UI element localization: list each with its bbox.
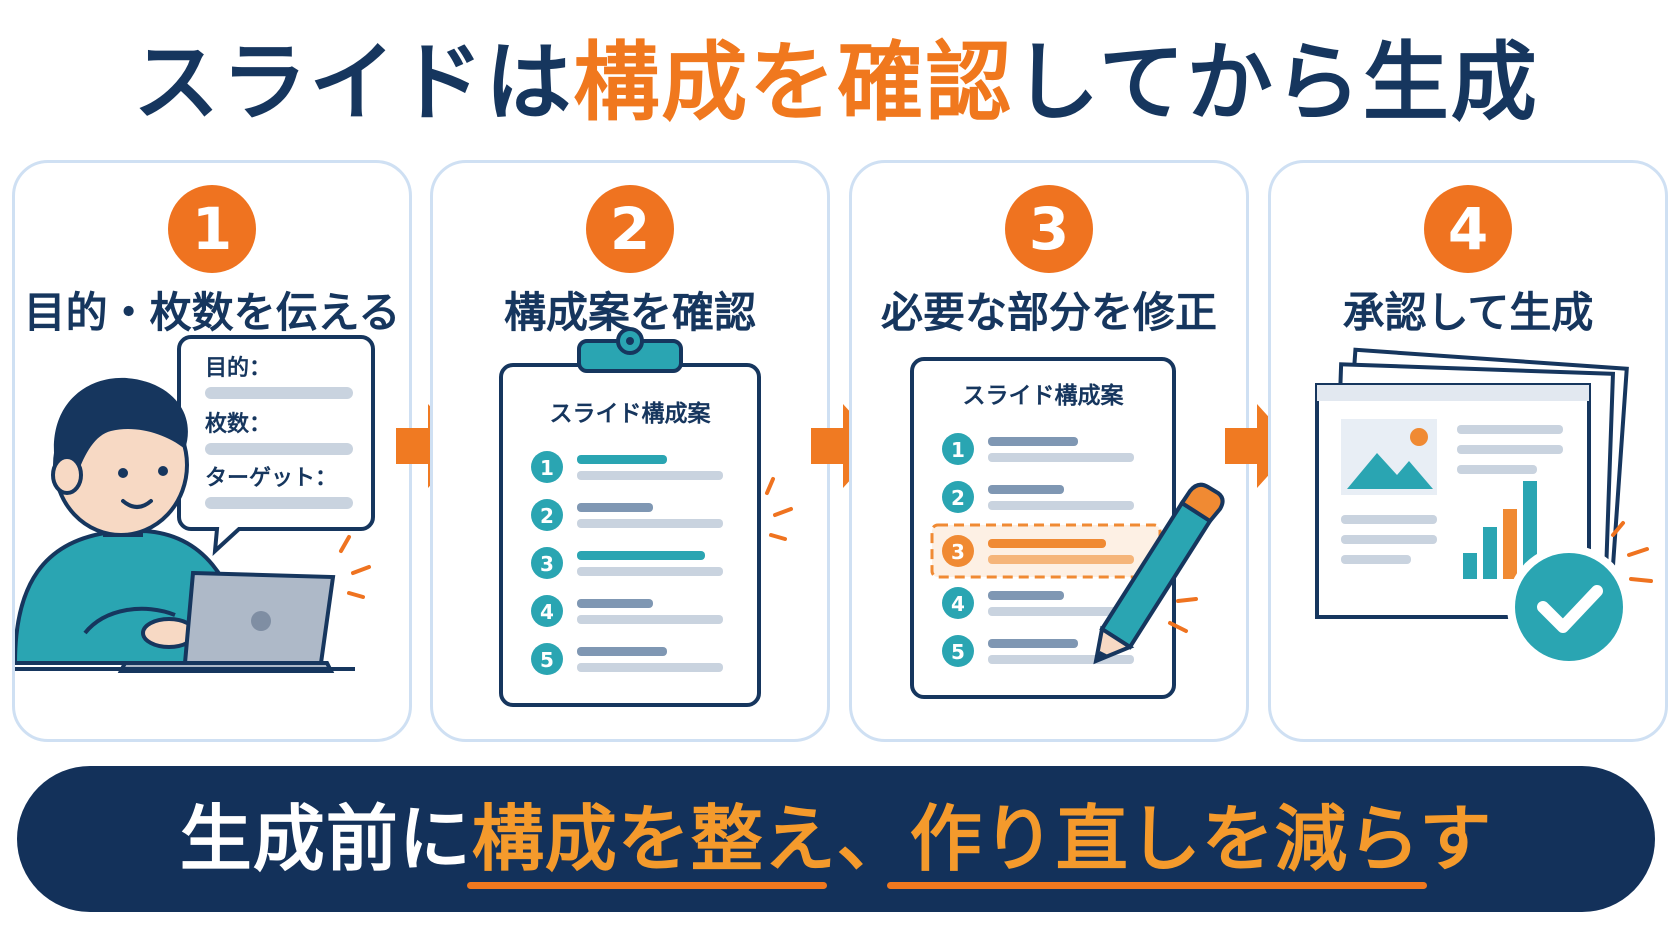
banner-underline <box>887 882 1427 889</box>
step-number-badge: 2 <box>586 185 674 273</box>
step-title: 承認して生成 <box>1342 288 1594 337</box>
bar-chart-icon <box>1463 481 1537 579</box>
arrow-right-icon <box>811 404 881 488</box>
banner-part1: 生成前に <box>179 797 472 881</box>
step-card-4: 4 承認して生成 <box>1268 160 1668 742</box>
form-field-count <box>205 443 353 455</box>
title-accent: 構成を確認 <box>573 33 1014 133</box>
list-item-number: 1 <box>540 456 554 480</box>
arrow-right-icon <box>1225 404 1295 488</box>
clipboard-illustration: スライド構成案 1 2 3 4 5 <box>499 327 793 707</box>
title-part1: スライドは <box>133 33 574 133</box>
sparkle-icon <box>765 477 793 541</box>
step-card-2: 2 構成案を確認 スライド構成案 1 2 3 4 5 <box>430 160 830 742</box>
list-item-number: 2 <box>540 504 554 528</box>
list-item-number: 1 <box>951 438 965 462</box>
list-item-number: 3 <box>540 552 554 576</box>
person-laptop-illustration: 目的： 枚数： ターゲット： <box>15 335 375 673</box>
title-part2: してから生成 <box>1013 33 1539 133</box>
banner-accent1: 構成を整え、 <box>471 797 910 881</box>
step-number-badge: 3 <box>1005 185 1093 273</box>
banner-underline <box>467 882 827 889</box>
outline-list: 1 2 3 4 5 <box>531 451 723 675</box>
doc-title: スライド構成案 <box>963 382 1125 409</box>
list-item-number: 4 <box>951 592 965 616</box>
list-item-number: 2 <box>951 486 965 510</box>
step-number-badge: 1 <box>168 185 256 273</box>
list-item-number: 5 <box>951 640 965 664</box>
step-card-1: 1 目的・枚数を伝える 目的： 枚数： ターゲット： <box>12 160 412 742</box>
step-card-3: 3 必要な部分を修正 スライド構成案 1 2 3 4 5 <box>849 160 1249 742</box>
check-badge-icon <box>1515 553 1623 661</box>
step-title: 必要な部分を修正 <box>880 288 1217 337</box>
pencil-icon <box>1093 482 1225 665</box>
form-label-target: ターゲット： <box>205 466 337 491</box>
form-field-purpose <box>205 387 353 399</box>
sparkle-icon <box>339 535 371 599</box>
list-item-number: 5 <box>540 648 554 672</box>
page-title: スライドは構成を確認してから生成 <box>0 28 1672 138</box>
form-label-count: 枚数： <box>205 411 271 437</box>
step-number-badge: 4 <box>1424 185 1512 273</box>
sparkle-icon <box>1168 597 1198 633</box>
list-item-number: 3 <box>951 540 965 564</box>
step-title: 目的・枚数を伝える <box>23 288 401 337</box>
sparkle-icon <box>1611 521 1653 583</box>
summary-banner: 生成前に構成を整え、作り直しを減らす <box>17 766 1655 912</box>
list-item-number: 4 <box>540 600 554 624</box>
banner-text: 生成前に構成を整え、作り直しを減らす <box>17 766 1655 912</box>
form-label-purpose: 目的： <box>205 355 271 381</box>
generated-slides-illustration <box>1315 347 1653 669</box>
edit-document-illustration: スライド構成案 1 2 3 4 5 <box>910 357 1225 699</box>
doc-title: スライド構成案 <box>550 400 712 427</box>
form-field-target <box>205 497 353 509</box>
banner-accent2: 作り直しを減らす <box>909 797 1493 881</box>
